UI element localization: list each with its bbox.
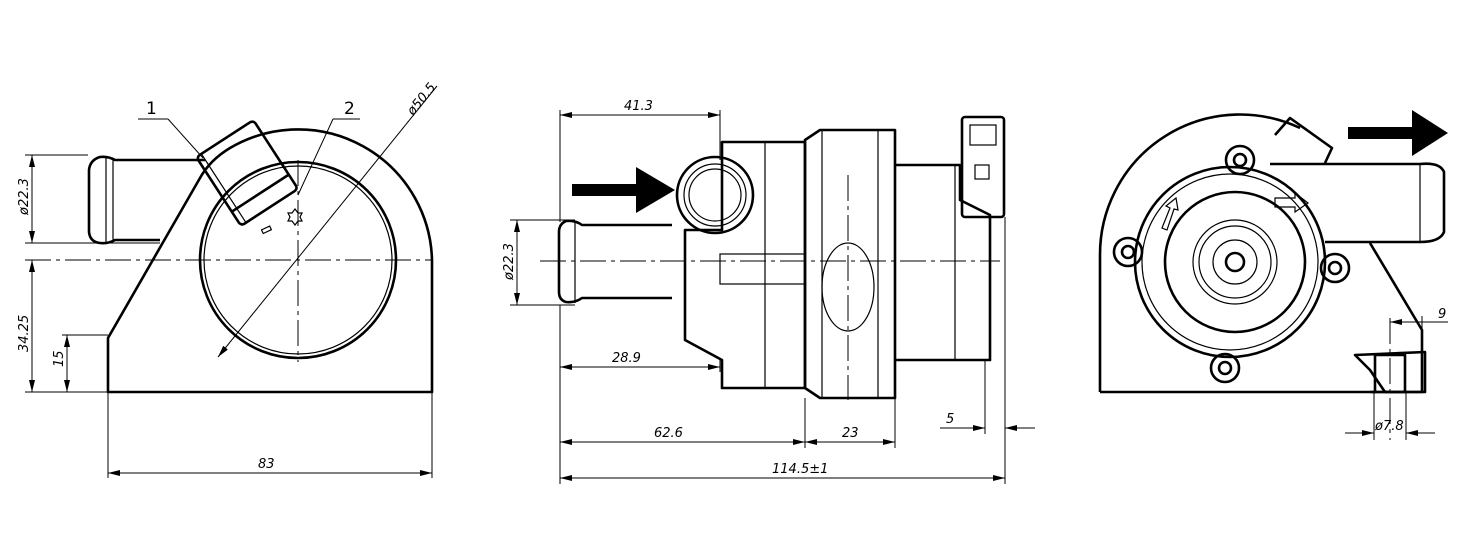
- inlet-tube: [557, 219, 672, 304]
- outlet-tube: [1270, 162, 1446, 244]
- dim-to-flange: 62.6: [654, 426, 683, 441]
- dim-overall-length: 114.5±1: [772, 462, 828, 477]
- electrical-connector: [960, 115, 1006, 219]
- rotor-hub: [1224, 251, 1246, 273]
- dim-drain-offset: 9: [1438, 307, 1446, 322]
- flow-arrow-icon: [1274, 191, 1310, 214]
- dim-drain-diameter: ø7.8: [1374, 419, 1404, 434]
- flange: [803, 128, 897, 400]
- callout-2: 2: [344, 99, 355, 119]
- star-mark-icon: [287, 208, 303, 226]
- dim-width: 83: [258, 457, 275, 472]
- motor-housing: [895, 163, 992, 362]
- mounting-lugs: [1112, 144, 1351, 384]
- dim-center-height: 34.25: [17, 315, 32, 352]
- dim-base-step: 15: [52, 350, 67, 367]
- front-view: 1 2 ø50.5 ø22.3 34.25 15 83: [17, 80, 439, 478]
- dim-flange-width: 23: [842, 426, 859, 441]
- dim-connector-offset: 5: [946, 412, 954, 427]
- pump-body: [683, 140, 807, 390]
- dim-side-inlet-diameter: ø22.3: [502, 243, 517, 281]
- dim-inlet-diameter: ø22.3: [17, 178, 32, 216]
- outlet-arrow-icon: [1348, 110, 1448, 156]
- rotation-arrow-icon: [1161, 196, 1179, 231]
- side-view: 41.3 ø22.3 28.9 62.6 23 5 114.5±1: [502, 99, 1035, 484]
- inlet-arrow-icon: [572, 167, 675, 213]
- dim-inlet-length: 28.9: [612, 351, 641, 366]
- dim-inlet-offset: 41.3: [624, 99, 653, 114]
- dim-volute-diameter: ø50.5: [404, 80, 440, 119]
- housing-outline: [106, 128, 434, 394]
- rear-view: 9 ø7.8: [1098, 110, 1448, 440]
- inlet-port: [675, 155, 755, 235]
- pump-ring: [1133, 165, 1327, 359]
- connector: [196, 120, 298, 226]
- housing-outline: [1098, 113, 1301, 392]
- callout-1: 1: [146, 99, 157, 119]
